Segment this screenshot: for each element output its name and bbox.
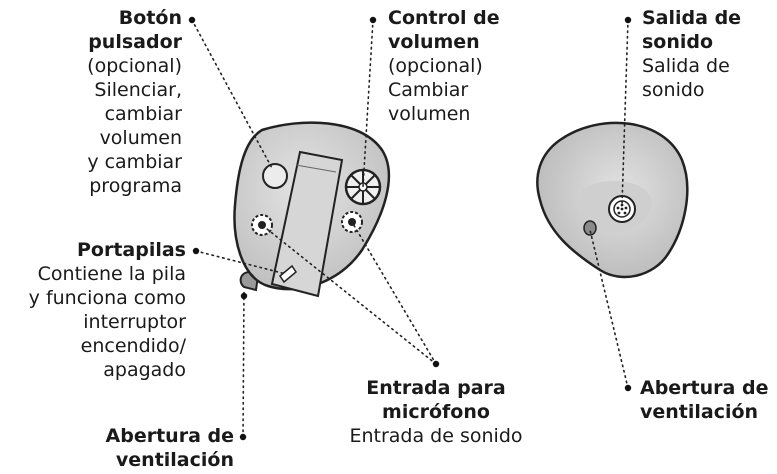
label-vent-right: Abertura de ventilación — [640, 376, 768, 424]
battery-desc-5: apagado — [103, 359, 186, 381]
sound-outlet-desc-1: Salida de — [642, 55, 730, 77]
vent-right-title-2: ventilación — [640, 401, 759, 423]
battery-title: Portapilas — [76, 239, 186, 261]
push-button-desc-4: volumen — [99, 127, 182, 149]
volume-title-2: volumen — [388, 31, 480, 53]
push-button-desc-2: Silenciar, — [94, 79, 182, 101]
leader-lines — [191, 19, 629, 438]
volume-title-1: Control de — [388, 7, 500, 29]
vent-left-title-1: Abertura de — [105, 425, 234, 447]
battery-desc-3: interruptor — [83, 311, 186, 333]
microphone-right — [341, 211, 363, 233]
vent-hole-right — [583, 220, 597, 236]
push-button-title-2: pulsador — [88, 31, 182, 53]
push-button-title-1: Botón — [118, 7, 182, 29]
mic-title-2: micrófono — [382, 401, 490, 423]
label-vent-left: Abertura de ventilación — [80, 424, 234, 472]
sound-outlet-title-2: sonido — [642, 31, 714, 53]
microphone-left — [251, 214, 273, 236]
battery-desc-2: y funciona como — [28, 287, 186, 309]
label-microphone-inlet: Entrada para micrófono Entrada de sonido — [336, 376, 536, 448]
mic-desc-1: Entrada de sonido — [349, 425, 523, 447]
label-volume-control: Control de volumen (opcional) Cambiar vo… — [388, 6, 500, 126]
push-button-desc-6: programa — [89, 175, 182, 197]
vent-right-title-1: Abertura de — [640, 377, 769, 399]
label-sound-outlet: Salida de sonido Salida de sonido — [642, 6, 741, 102]
vent-left-title-2: ventilación — [115, 449, 234, 471]
volume-desc-1: (opcional) — [388, 55, 483, 77]
leader-dots — [188, 16, 632, 441]
label-battery-drawer: Portapilas Contiene la pila y funciona c… — [0, 238, 186, 382]
mic-title-1: Entrada para — [366, 377, 506, 399]
push-button-desc-1: (opcional) — [87, 55, 182, 77]
push-button — [262, 163, 288, 189]
battery-door-grip — [279, 264, 297, 284]
sound-outlet-title-1: Salida de — [642, 7, 742, 29]
sound-outlet — [608, 195, 636, 223]
faceplate-device — [233, 121, 391, 298]
volume-desc-2: Cambiar — [388, 79, 469, 101]
shell-device — [536, 121, 689, 279]
volume-desc-3: volumen — [388, 103, 471, 125]
battery-desc-1: Contiene la pila — [37, 263, 186, 285]
push-button-desc-3: cambiar — [104, 103, 182, 125]
push-button-desc-5: y cambiar — [87, 151, 182, 173]
label-push-button: Botón pulsador (opcional) Silenciar, cam… — [66, 6, 182, 198]
battery-desc-4: encendido/ — [80, 335, 186, 357]
sound-outlet-desc-2: sonido — [642, 79, 705, 101]
